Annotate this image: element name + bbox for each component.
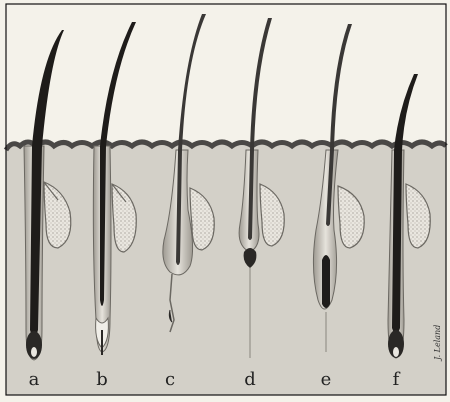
stage-label-a: a — [29, 369, 40, 390]
artist-signature: J. Leland — [433, 325, 442, 362]
follicle-e-new-hair — [322, 255, 330, 308]
follicle-a-papilla — [31, 347, 37, 357]
dermis-layer — [6, 142, 446, 395]
stage-label-e: e — [321, 369, 332, 390]
stage-label-b: b — [96, 369, 108, 390]
follicle-f-papilla — [393, 347, 399, 357]
stage-label-c: c — [165, 369, 175, 390]
stage-label-d: d — [244, 369, 256, 390]
